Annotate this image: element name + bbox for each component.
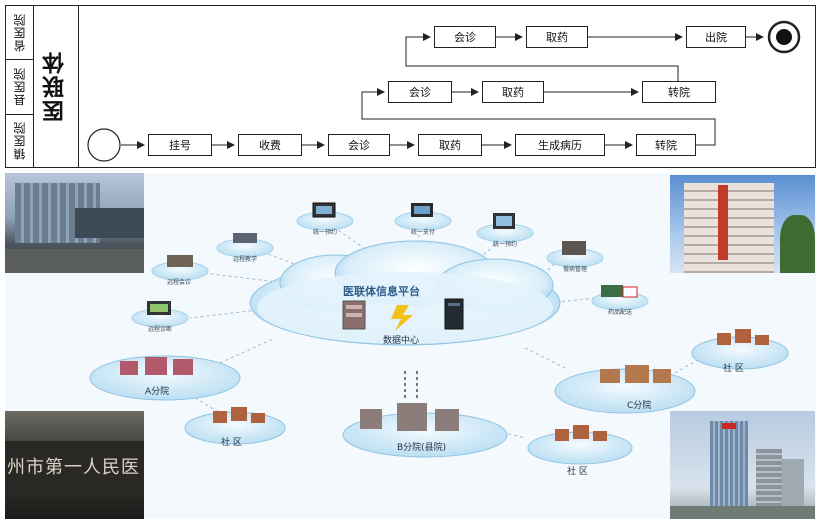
data-center-label: 数据中心 [383,336,420,346]
lane-label-county: 县医院 [6,59,33,115]
service-label-7: 慢病管理 [563,266,588,273]
hospital-building-photo-1 [5,173,144,273]
community-cloud-2 [527,425,633,465]
community-label-3: 社 区 [723,364,744,374]
service-label-6: 远程诊断 [148,326,173,333]
branch-a-label: A分院 [145,387,170,397]
hospital-building-photo-2 [670,175,815,273]
platform-title: 医联体信息平台 [343,285,420,298]
flow-connectors [87,20,801,162]
service-label-2: 统一支付 [411,229,436,236]
node-province-consult: 会诊 [434,26,496,48]
hospital-sign-photo: 州市第一人民医 [5,411,144,519]
branch-c-cloud [554,365,696,414]
node-town-medicine: 取药 [418,134,482,156]
branch-c-label: C分院 [627,401,652,411]
node-town-register: 挂号 [148,134,212,156]
node-town-record: 生成病历 [515,134,605,156]
node-town-fee: 收费 [238,134,302,156]
branch-b-label: B分院(县院) [397,443,447,453]
node-town-consult: 会诊 [328,134,390,156]
platform-cloud [249,240,561,346]
service-label-3: 统一预约 [493,241,518,248]
node-county-medicine: 取药 [482,81,544,103]
sign-text: 州市第一人民医 [7,457,140,478]
node-town-transfer: 转院 [636,134,696,156]
service-label-8: 药品配送 [608,309,633,316]
lane-divider [33,6,34,167]
title-divider [78,6,79,167]
community-cloud-1 [184,407,286,445]
network-illustration [89,202,789,465]
end-node-core [776,29,792,45]
branch-b-cloud [342,368,508,458]
swimlane-flowchart: 省医院 县医院 镇医院 医联体 [5,5,816,168]
network-diagram: 医联体信息平台 数据中心 A分院 B分院(县院) C分院 社 区 社 区 社 区… [5,173,816,519]
hospital-building-photo-3 [670,411,815,519]
branch-a-cloud [89,355,241,401]
service-label-5: 远程会诊 [167,279,192,286]
node-county-transfer: 转院 [642,81,716,103]
community-label-2: 社 区 [567,467,588,477]
lane-label-province: 省医院 [6,6,33,60]
service-label-1: 统一预约 [313,229,338,236]
node-county-consult: 会诊 [388,81,452,103]
start-node [87,128,121,162]
node-province-discharge: 出院 [686,26,746,48]
server-icons [342,298,464,331]
community-label-1: 社 区 [221,438,242,448]
node-province-medicine: 取药 [526,26,588,48]
device-icons [147,202,638,315]
community-cloud-3 [691,329,789,370]
service-label-4: 远程教学 [233,256,258,263]
